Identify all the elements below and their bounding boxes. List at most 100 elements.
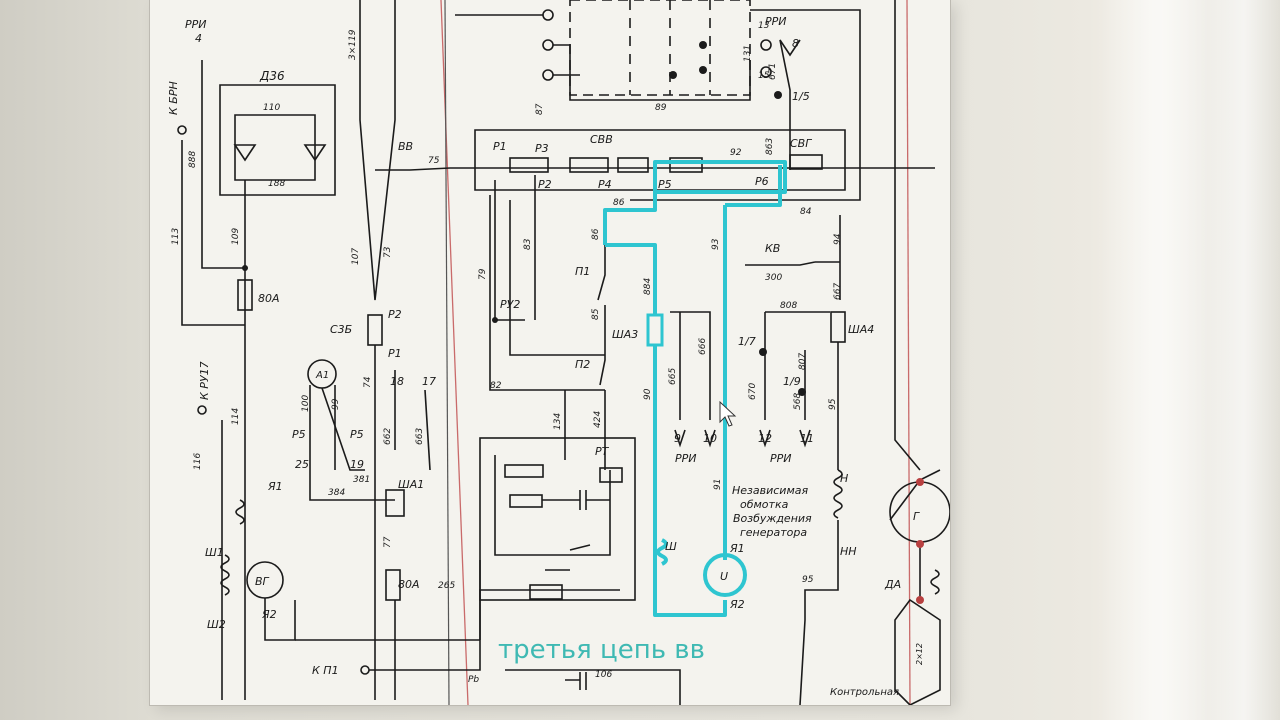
label-da: ДА [884,578,901,591]
label-91: 91 [713,479,723,490]
label-670: 670 [748,383,758,400]
label-1-7: 1/7 [738,335,756,348]
label-sh-mid: Ш [665,540,677,553]
label-kv: КВ [765,242,780,255]
label-rp2: Р2 [538,178,552,191]
wiring [181,0,950,705]
label-80a-bot: 80А [398,578,420,591]
label-p2: Р2 [388,308,402,321]
label-667: 667 [833,283,843,300]
label-u: U [720,570,728,583]
label-p5b: Р5 [350,428,364,441]
label-113: 113 [171,228,181,245]
label-rp3: Р3 [535,142,549,155]
label-sh2: Ш2 [207,618,226,631]
label-ya2-left: Я2 [261,608,277,621]
label-1-9: 1/9 [783,375,801,388]
note-line-1: Независимая [732,484,808,497]
label-rp1: Р1 [493,140,507,153]
label-rp5: Р5 [658,178,672,191]
label-h: Н [840,472,848,485]
schematic-diagram: РРИ 4 К БРН Д36 3×119 110 888 113 109 18… [167,0,950,705]
label-p5a: Р5 [292,428,306,441]
note-line-2: обмотка [740,498,789,511]
label-rri-mid1: РРИ [675,452,697,465]
label-93: 93 [711,238,721,250]
label-15: 15 [758,71,770,81]
label-665: 665 [668,368,678,385]
label-671: 671 [768,63,778,80]
label-94: 94 [833,233,843,245]
label-85: 85 [591,308,601,320]
label-114: 114 [231,408,241,425]
label-568: 568 [793,393,803,410]
label-188: 188 [268,179,285,189]
label-100: 100 [301,395,311,412]
label-svg: СВГ [790,137,812,150]
label-300: 300 [765,273,782,283]
label-p2-sw: П2 [575,358,590,371]
label-c3b: С3Б [330,323,352,336]
label-vg: ВГ [255,575,270,588]
label-t12: 12 [758,432,772,445]
label-ru2: РУ2 [500,298,520,311]
label-75: 75 [428,156,440,166]
label-ya1-mid: Я1 [729,542,745,555]
label-99: 99 [331,398,341,410]
label-109: 109 [231,228,241,245]
label-sha3: ША3 [612,328,638,341]
label-k-p1: К П1 [312,664,339,677]
label-131: 131 [743,45,753,62]
label-80a-top: 80А [258,292,280,305]
label-rri-mid2: РРИ [770,452,792,465]
label-807: 807 [798,353,808,370]
label-vv: ВВ [398,140,413,153]
label-p1-sw: П1 [575,265,590,278]
label-3x119: 3×119 [348,29,358,60]
label-73: 73 [383,246,393,258]
label-87: 87 [535,103,545,115]
label-110: 110 [263,103,280,113]
label-265: 265 [438,581,455,591]
label-svv: СВВ [590,133,613,146]
label-86b: 86 [591,228,601,240]
label-bottom-note: Контрольная [830,687,899,698]
label-13: 13 [758,21,770,31]
label-k-brn: К БРН [167,81,180,115]
label-a1: А1 [315,370,329,381]
label-663: 663 [415,428,425,445]
label-rri4: РРИ [185,18,207,31]
label-84: 84 [800,207,812,217]
label-134: 134 [553,413,563,430]
label-83: 83 [523,238,533,250]
window-curtain-light [1100,0,1280,720]
label-424: 424 [593,411,603,428]
label-rp4: Р4 [598,178,612,191]
label-rb: Рb [468,675,479,685]
label-86a: 86 [613,198,625,208]
label-rri8: РРИ [765,15,787,28]
red-frame-line-right [906,0,911,705]
label-ya2-mid: Я2 [729,598,745,611]
label-808: 808 [780,301,797,311]
label-t10: 10 [703,432,717,445]
label-t9: 9 [674,432,681,445]
label-384: 384 [328,488,345,498]
label-106: 106 [595,670,612,680]
label-95b: 95 [802,575,814,585]
label-662: 662 [383,428,393,445]
label-2x12: 2×12 [915,643,924,665]
label-92: 92 [730,148,742,158]
label-17: 17 [422,375,436,388]
label-89: 89 [655,103,667,113]
label-107: 107 [351,248,361,265]
label-rri8-num: 8 [792,37,799,50]
label-sha1: ША1 [398,478,424,491]
label-rp6: Р6 [755,175,769,188]
label-90: 90 [643,388,653,400]
label-116: 116 [193,453,203,470]
note-line-3: Возбуждения [733,512,812,525]
label-95: 95 [828,398,838,410]
label-79: 79 [478,268,488,280]
label-sh1: Ш1 [205,546,224,559]
